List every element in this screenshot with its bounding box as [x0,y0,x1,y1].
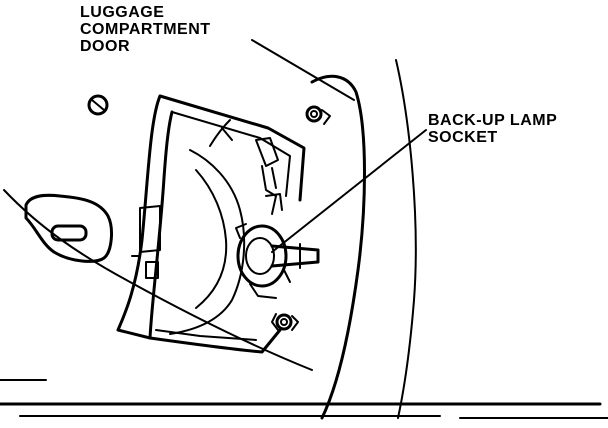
floor-lines [0,402,608,419]
backup-socket-label: BACK-UP LAMP SOCKET [428,112,557,146]
luggage-door-label: LUGGAGE COMPARTMENT DOOR [80,4,211,55]
backup-lamp-socket [235,223,320,299]
wire-harness [255,137,283,215]
mounting-hole [87,94,109,116]
socket-label-line-2: SOCKET [428,129,498,146]
luggage-label-line-1: LUGGAGE [80,4,165,21]
lamp-housing [116,94,306,354]
leader-lines [251,39,427,253]
luggage-label-line-2: COMPARTMENT [80,21,211,38]
fastener-upper [305,105,331,125]
socket-label-line-1: BACK-UP LAMP [428,112,558,129]
door-panel [0,59,417,420]
luggage-label-line-3: DOOR [80,38,130,55]
fastener-lower [271,313,299,331]
handle-recess [24,193,113,263]
